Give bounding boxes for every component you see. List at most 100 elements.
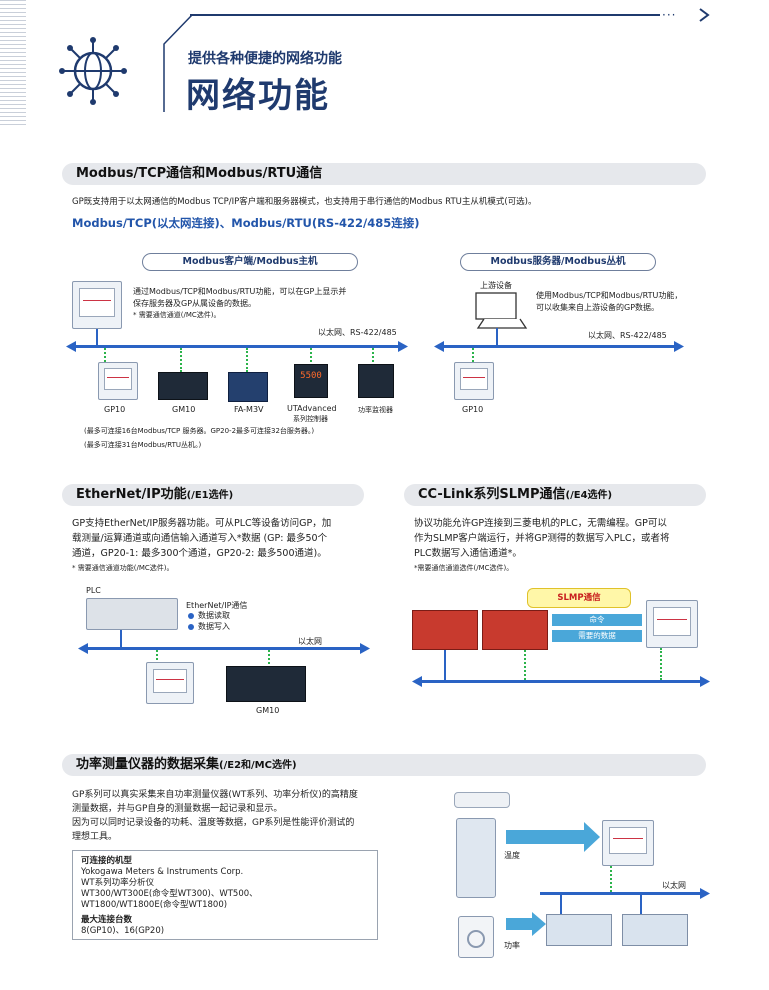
bus-arrow-right-icon [398,341,408,352]
power-network-bus [540,892,704,895]
temp-label: 温度 [504,851,520,860]
cclink-para-1: 协议功能允许GP连接到三菱电机的PLC，无需编程。GP可以 [414,518,667,529]
device-gm10-ethernetip [226,666,306,702]
device-gp-cclink [646,600,698,648]
data-label: 需要的数据 [578,631,616,640]
device-label-gp10: GP10 [104,405,126,414]
power-info-box: 可连接的机型 Yokogawa Meters & Instruments Cor… [72,850,378,940]
dash-link [268,650,270,664]
dash-link [524,650,526,680]
plc-label: PLC [86,586,101,595]
dash-link [104,348,106,362]
power-para-3: 因为可以同时记录设备的功耗、温度等数据，GP系列是性能评价测试的 [72,818,355,828]
arrow-right-icon [532,912,546,936]
header-stripes [0,0,26,128]
client-desc-line1: 通过Modbus/TCP和Modbus/RTU功能，可以在GP上显示并 [133,287,347,296]
device-label-utadvanced-sub: 系列控制器 [293,415,328,423]
device-label-fa-m3v: FA-M3V [234,405,264,414]
data-arrow: 需要的数据 [552,630,642,642]
ethernetip-network-bus [84,647,364,650]
device-label-gm10: GM10 [172,405,196,414]
server-bus-label: 以太网、RS-422/485 [588,331,667,340]
header-bracket [163,14,193,112]
section-heading-ethernetip: EtherNet/IP功能(/E1选件) [62,484,364,506]
header-rule [190,14,660,16]
cclink-para-3: PLC数据写入通信通道*。 [414,548,522,559]
plc1-drop [444,650,446,680]
dash-link [156,650,158,664]
arrow-right-icon [699,8,710,22]
device-gp-power [602,820,654,866]
device-utadvanced: 5500 [294,364,328,398]
info-title-max: 最大连接台数 [81,915,133,925]
dash-link [180,348,182,372]
arrow-right-icon [584,822,600,852]
slmp-callout: SLMP通信 [527,588,631,608]
ethernetip-bus-label: 以太网 [298,637,322,646]
bus-arrow-left-icon [412,676,422,687]
legend-read: 数据读取 [198,611,230,620]
wt-drop-2 [640,894,642,916]
upstream-label: 上游设备 [480,281,512,290]
dash-link [372,348,374,362]
ethernetip-para-3: 通道，GP20-1: 最多300个通道，GP20-2: 最多500通道)。 [72,548,327,559]
ethernetip-note: * 需要通信通道功能(/MC选件)。 [72,564,174,572]
power-para-2: 测量数据，并与GP自身的测量数据一起记录和显示。 [72,804,283,814]
device-plc [86,598,178,630]
cclink-network-bus [418,680,704,683]
device-mitsubishi-plc-2 [482,610,548,650]
utadvanced-digits: 5500 [300,371,322,381]
network-globe-icon [59,37,127,105]
command-label: 命令 [589,615,605,624]
legend-read-dot [188,613,194,619]
server-desc-line2: 可以收集来自上游设备的GP数据。 [536,303,660,312]
legend-write-dot [188,624,194,630]
client-desc-line2: 保存服务器及GP从属设备的数据。 [133,299,257,308]
ethernetip-para-2: 载测量/运算通道或向通信输入通道写入*数据 (GP: 最多50个 [72,533,328,544]
client-limit-rtu: (最多可连接31台Modbus/RTU丛机。) [84,441,202,449]
device-wt-analyzer-2 [622,914,688,946]
command-arrow: 命令 [552,614,642,626]
plc-drop [120,630,122,648]
dash-link [472,348,474,362]
info-models-2: WT1800/WT1800E(命令型WT1800) [81,900,228,910]
device-gp10-server [454,362,494,400]
bus-arrow-left-icon [434,341,444,352]
info-maker: Yokogawa Meters & Instruments Corp. [81,867,244,877]
dash-link [310,348,312,362]
dash-link [610,866,612,892]
info-title-models: 可连接的机型 [81,856,133,866]
monitor-icon [475,292,528,329]
dash-link [660,648,662,680]
modbus-intro: GP既支持用于以太网通信的Modbus TCP/IP客户端和服务器模式，也支持用… [72,197,537,207]
legend-write: 数据写入 [198,622,230,631]
bus-arrow-right-icon [700,888,710,899]
device-refrigerator [456,818,496,898]
cclink-para-2: 作为SLMP客户端运行，并将GP测得的数据写入PLC，或者将 [414,533,670,544]
bus-arrow-left-icon [66,341,76,352]
pill-modbus-client: Modbus客户端/Modbus主机 [142,253,358,271]
device-wt-analyzer-1 [546,914,612,946]
client-note: * 需要通信通道(/MC选件)。 [133,311,221,319]
info-max-count: 8(GP10)、16(GP20) [81,926,165,936]
device-gp10 [98,362,138,400]
legend-title: EtherNet/IP通信 [186,601,248,610]
section-heading-cclink: CC-Link系列SLMP通信(/E4选件) [404,484,706,506]
client-drop-gp [96,329,98,345]
header-rule-dots: ··· [662,8,677,22]
client-network-bus [72,345,402,348]
bus-arrow-right-icon [674,341,684,352]
dash-link [246,348,248,372]
page-title: 网络功能 [186,76,330,116]
client-limit-tcp: (最多可连接16台Modbus/TCP 服务器。GP20-2最多可连接32台服务… [84,427,315,435]
device-label-gp10-server: GP10 [462,405,484,414]
device-label-power-monitor: 功率监视器 [358,406,393,414]
section-heading-power: 功率测量仪器的数据采集(/E2和/MC选件) [62,754,706,776]
modbus-subheading: Modbus/TCP(以太网连接)、Modbus/RTU(RS-422/485连… [72,216,420,230]
device-power-monitor [358,364,394,398]
info-series: WT系列功率分析仪 [81,878,155,888]
device-mitsubishi-plc-1 [412,610,478,650]
power-para-1: GP系列可以真实采集来自功率测量仪器(WT系列、功率分析仪)的高精度 [72,790,358,800]
device-gp-ethernetip [146,662,194,704]
device-label-utadvanced: UTAdvanced [287,404,337,413]
